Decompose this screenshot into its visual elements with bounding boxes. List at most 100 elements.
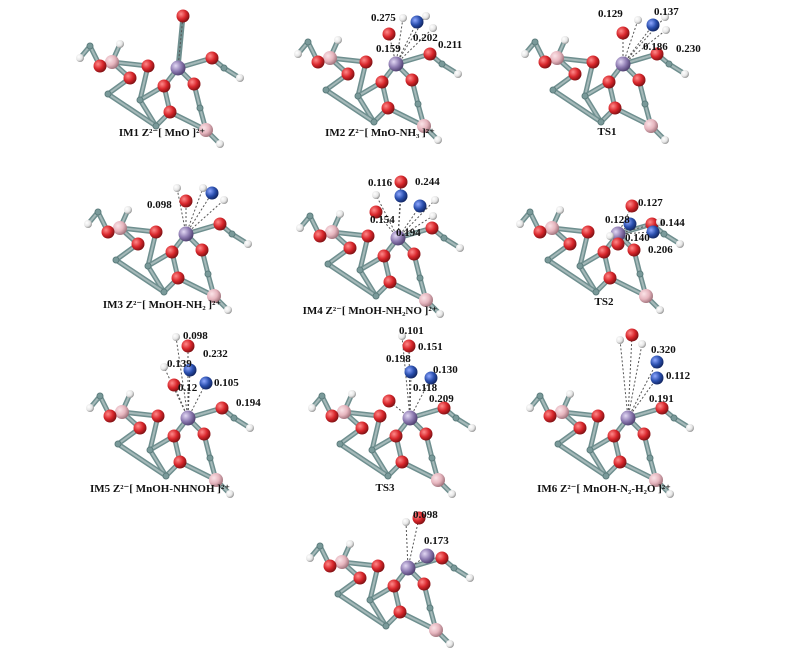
im5-adsorbate-contact xyxy=(163,366,189,419)
im5-adsorbate-atom-h xyxy=(160,363,168,371)
im4-atom-c xyxy=(324,260,332,268)
im4-atom-o xyxy=(313,229,327,243)
im5-atom-o xyxy=(103,409,117,423)
ts1-atom-o xyxy=(586,55,600,69)
im5-atom-c xyxy=(146,446,154,454)
ts2-distance-label: 0.140 xyxy=(625,232,650,244)
im7-atom-c xyxy=(450,564,458,572)
im5-adsorbate-atom-n xyxy=(183,363,197,377)
im5-adsorbate-atom-o xyxy=(167,378,181,392)
ts3-atom-c xyxy=(318,392,326,400)
ts2-atom-o xyxy=(533,225,547,239)
im7-atom-c xyxy=(426,604,434,612)
im1-atom-c xyxy=(152,122,160,130)
im6-atom-o xyxy=(613,455,627,469)
im7-atom-al xyxy=(335,555,349,569)
im6-distance-label: 0.320 xyxy=(651,344,676,356)
im6-atom-o xyxy=(591,409,605,423)
ts3-atom-c xyxy=(452,414,460,422)
im6-adsorbate-contact xyxy=(627,361,658,419)
im1-framework-bond-highlight xyxy=(107,93,157,127)
im4-atom-o xyxy=(425,221,439,235)
im7-adsorbate-contact xyxy=(407,517,420,569)
im6-atom-o xyxy=(543,409,557,423)
im2-atom-h xyxy=(294,50,302,58)
im4-atom-c xyxy=(372,292,380,300)
im6-distance-label: 0.191 xyxy=(649,393,674,405)
im4-atom-o xyxy=(407,247,421,261)
caption-ts1: TS1 xyxy=(597,126,617,138)
im5-framework-bond-highlight xyxy=(117,443,167,477)
ts3-atom-h xyxy=(348,390,356,398)
ts2-framework-bond-highlight xyxy=(547,259,597,293)
im6-distance-label: 0.112 xyxy=(666,370,691,382)
im1-atom-h xyxy=(216,140,224,148)
im3-atom-o xyxy=(101,225,115,239)
im3-distance-label: 0.098 xyxy=(147,199,172,211)
im5-atom-o xyxy=(215,401,229,415)
im4-atom-c xyxy=(356,266,364,274)
im6-atom-o xyxy=(655,401,669,415)
im5-atom-c xyxy=(162,472,170,480)
im6-atom-c xyxy=(586,446,594,454)
im4-atom-al xyxy=(325,225,339,239)
im7-atom-c xyxy=(334,590,342,598)
im7-adsorbate-atom-mn xyxy=(419,548,435,564)
ts2-atom-c xyxy=(592,288,600,296)
ts1-atom-h xyxy=(521,50,529,58)
im2-distance-label: 0.202 xyxy=(413,32,438,44)
ts3-adsorbate-contact xyxy=(401,335,411,419)
im7-atom-al xyxy=(429,623,443,637)
ts2-atom-o xyxy=(581,225,595,239)
im2-atom-al xyxy=(323,51,337,65)
im4-atom-o xyxy=(383,275,397,289)
im3-adsorbate-atom-h xyxy=(199,184,207,192)
ts2-atom-h xyxy=(516,220,524,228)
im3-adsorbate-contact xyxy=(185,187,204,235)
im5-distance-label: 0.105 xyxy=(214,377,239,389)
im1-adsorbate-contact xyxy=(177,15,184,69)
im1-atom-c xyxy=(104,90,112,98)
im7-atom-h xyxy=(306,554,314,562)
im4-atom-al xyxy=(419,293,433,307)
im2-atom-h xyxy=(334,36,342,44)
im3-atom-c xyxy=(112,256,120,264)
ts2-adsorbate-atom-h xyxy=(606,232,614,240)
im2-atom-h xyxy=(454,70,462,78)
ts1-atom-o xyxy=(650,47,664,61)
ts1-atom-h xyxy=(661,136,669,144)
ts1-atom-o xyxy=(632,73,646,87)
ts1-atom-c xyxy=(549,86,557,94)
im1-adsorbate-atom-o xyxy=(176,9,190,23)
im4-atom-o xyxy=(361,229,375,243)
im7-atom-c xyxy=(316,542,324,550)
ts1-atom-al xyxy=(644,119,658,133)
im5-atom-c xyxy=(96,392,104,400)
ts3-atom-o xyxy=(373,409,387,423)
im1-atom-c xyxy=(196,104,204,112)
caption-ts3: TS3 xyxy=(375,482,395,494)
im4-distance-label: 0.244 xyxy=(415,176,440,188)
ts3-atom-o xyxy=(389,429,403,443)
ts3-atom-h xyxy=(308,404,316,412)
ts2-distance-label: 0.128 xyxy=(605,214,630,226)
im6-adsorbate-atom-n xyxy=(650,355,664,369)
im2-adsorbate-contact xyxy=(395,15,427,65)
ts3-adsorbate-atom-n xyxy=(424,371,438,385)
ts1-adsorbate-atom-h xyxy=(662,26,670,34)
ts1-adsorbate-contact xyxy=(622,24,654,65)
im5-atom-mn xyxy=(180,410,196,426)
im2-atom-c xyxy=(370,118,378,126)
im6-atom-al xyxy=(555,405,569,419)
im4-adsorbate-atom-h xyxy=(372,191,380,199)
im3-atom-h xyxy=(84,220,92,228)
im1-atom-o xyxy=(123,71,137,85)
ts1-atom-o xyxy=(538,55,552,69)
im5-atom-o xyxy=(173,455,187,469)
im4-adsorbate-atom-o xyxy=(394,175,408,189)
im3-atom-o xyxy=(195,243,209,257)
im6-adsorbate-contact xyxy=(619,339,629,419)
ts2-distance-label: 0.206 xyxy=(648,244,673,256)
im6-atom-c xyxy=(536,392,544,400)
